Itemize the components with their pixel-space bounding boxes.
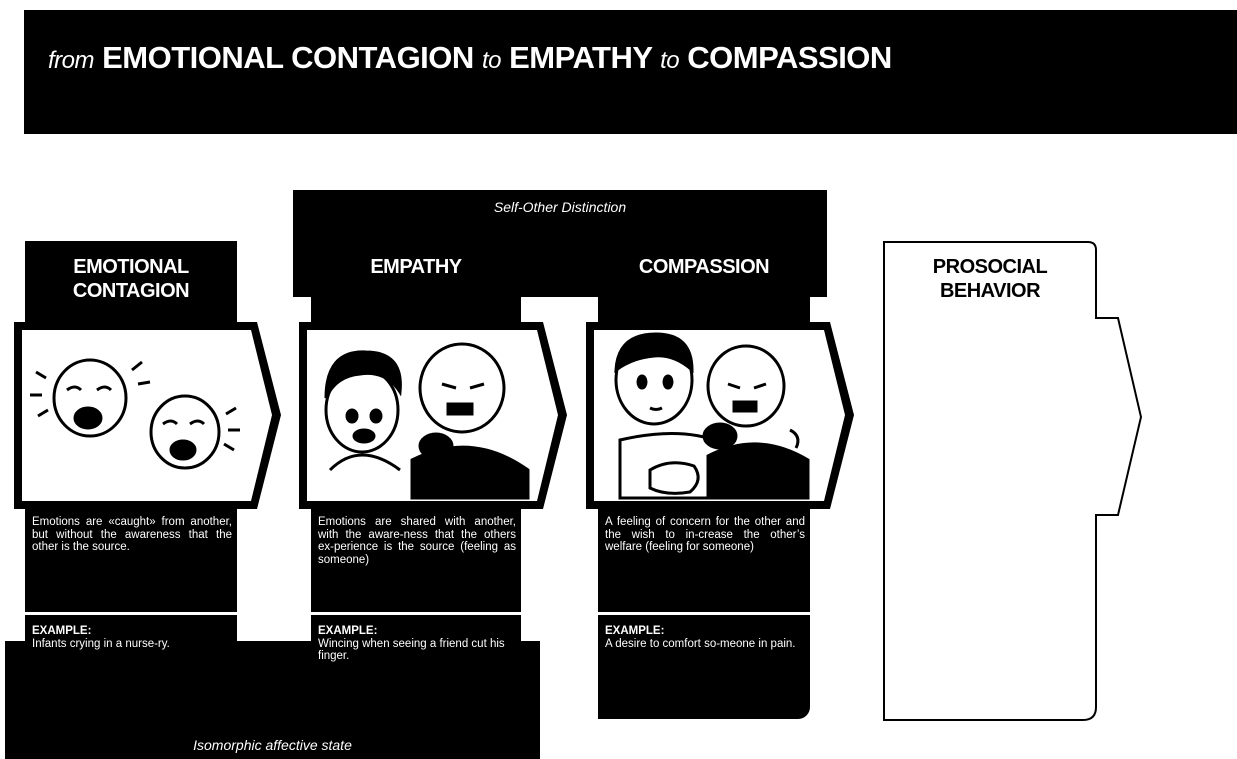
stage-title-line: COMPASSION <box>638 256 770 278</box>
title-word-from: from <box>48 47 95 74</box>
self-other-band <box>293 190 827 297</box>
definition-emotional-contagion: Emotions are «caught» from another, but … <box>32 516 232 553</box>
title-term-compassion: COMPASSION <box>687 40 892 75</box>
crying-infants-icon <box>30 358 240 470</box>
divider <box>25 612 237 615</box>
title-term-emotional-contagion: EMOTIONAL CONTAGION <box>102 40 474 75</box>
example-label: EXAMPLE: <box>32 625 92 637</box>
example-emotional-contagion: EXAMPLE: Infants crying in a nurse-ry. <box>32 625 232 650</box>
stage-title-compassion: COMPASSION <box>598 255 810 279</box>
stage-title-line: CONTAGION <box>72 280 190 302</box>
wincing-friend-icon <box>324 342 530 500</box>
stage-title-empathy: EMPATHY <box>311 255 521 279</box>
title-word-to: to <box>660 47 680 74</box>
example-compassion: EXAMPLE: A desire to comfort so-meone in… <box>605 625 805 650</box>
stage-title-line: EMOTIONAL <box>73 256 189 278</box>
isomorphic-band <box>5 641 540 759</box>
example-label: EXAMPLE: <box>605 625 665 637</box>
definition-empathy: Emotions are shared with another, with t… <box>318 516 516 566</box>
prosocial-behavior-outline <box>883 241 1143 721</box>
diagram-title: from EMOTIONAL CONTAGION to EMPATHY to C… <box>48 40 892 76</box>
comforting-friend-icon <box>614 332 810 500</box>
title-word-to: to <box>481 47 502 74</box>
arrow-panel-emotional-contagion <box>14 322 281 509</box>
divider <box>598 612 810 615</box>
divider <box>311 612 521 615</box>
stage-title-prosocial-behavior: PROSOCIAL BEHAVIOR <box>884 255 1096 303</box>
example-text: Infants crying in a nurse-ry. <box>32 637 170 650</box>
example-text: Wincing when seeing a friend cut his fin… <box>318 637 505 663</box>
stage-title-emotional-contagion: EMOTIONAL CONTAGION <box>25 255 237 303</box>
title-banner: from EMOTIONAL CONTAGION to EMPATHY to C… <box>24 10 1237 134</box>
example-label: EXAMPLE: <box>318 625 378 637</box>
example-text: A desire to comfort so-meone in pain. <box>605 637 796 650</box>
stage-title-line: EMPATHY <box>370 256 462 278</box>
isomorphic-label: Isomorphic affective state <box>193 737 352 753</box>
example-empathy: EXAMPLE: Wincing when seeing a friend cu… <box>318 625 516 663</box>
stage-title-line: PROSOCIAL <box>932 256 1048 278</box>
definition-compassion: A feeling of concern for the other and t… <box>605 516 805 553</box>
self-other-label: Self-Other Distinction <box>493 199 627 215</box>
title-term-empathy: EMPATHY <box>509 40 652 75</box>
stage-title-line: BEHAVIOR <box>939 280 1041 302</box>
